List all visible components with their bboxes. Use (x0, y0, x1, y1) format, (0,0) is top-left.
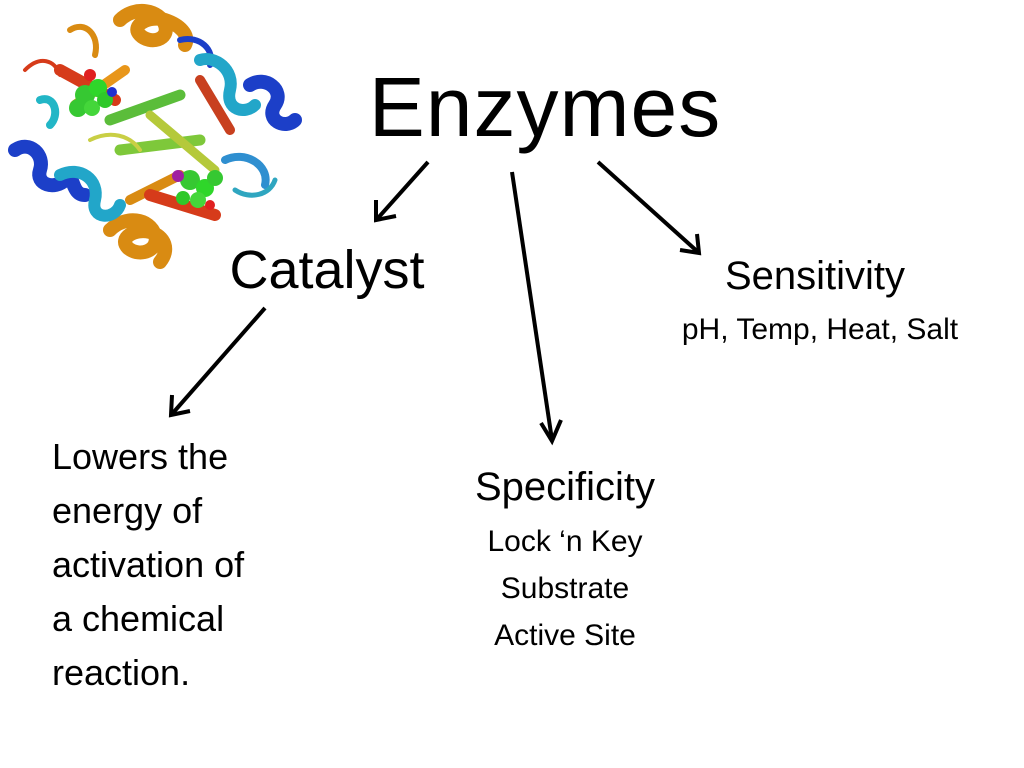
catalyst-description-line: Lowers the (52, 436, 229, 477)
specificity-detail: Substrate (500, 572, 630, 605)
arrow-enzymes-to-sensitivity (596, 160, 700, 254)
specificity-detail: Lock ‘n Key (487, 525, 643, 558)
protein-structure-image (8, 4, 302, 269)
arrow-enzymes-to-specificity (510, 171, 554, 441)
diagram-title: Enzymes (368, 60, 722, 154)
specificity-label: Specificity (474, 465, 656, 509)
catalyst-description-line: reaction. (52, 652, 191, 693)
catalyst-label: Catalyst (229, 240, 425, 300)
arrow-catalyst-to-description (170, 306, 267, 416)
arrowhead-description (168, 394, 191, 418)
catalyst-description-line: a chemical (52, 598, 225, 639)
catalyst-description-line: activation of (52, 544, 245, 585)
sensitivity-detail: pH, Temp, Heat, Salt (681, 313, 959, 346)
arrow-enzymes-to-catalyst (376, 160, 430, 220)
arrowhead-sensitivity (679, 233, 702, 256)
catalyst-description-line: energy of (52, 490, 203, 531)
arrowhead-specificity (539, 419, 563, 446)
catalyst-description: Lowers the energy of activation of a che… (52, 430, 312, 700)
sensitivity-label: Sensitivity (724, 254, 906, 298)
specificity-detail: Active Site (494, 619, 636, 652)
arrowhead-catalyst (374, 200, 397, 223)
